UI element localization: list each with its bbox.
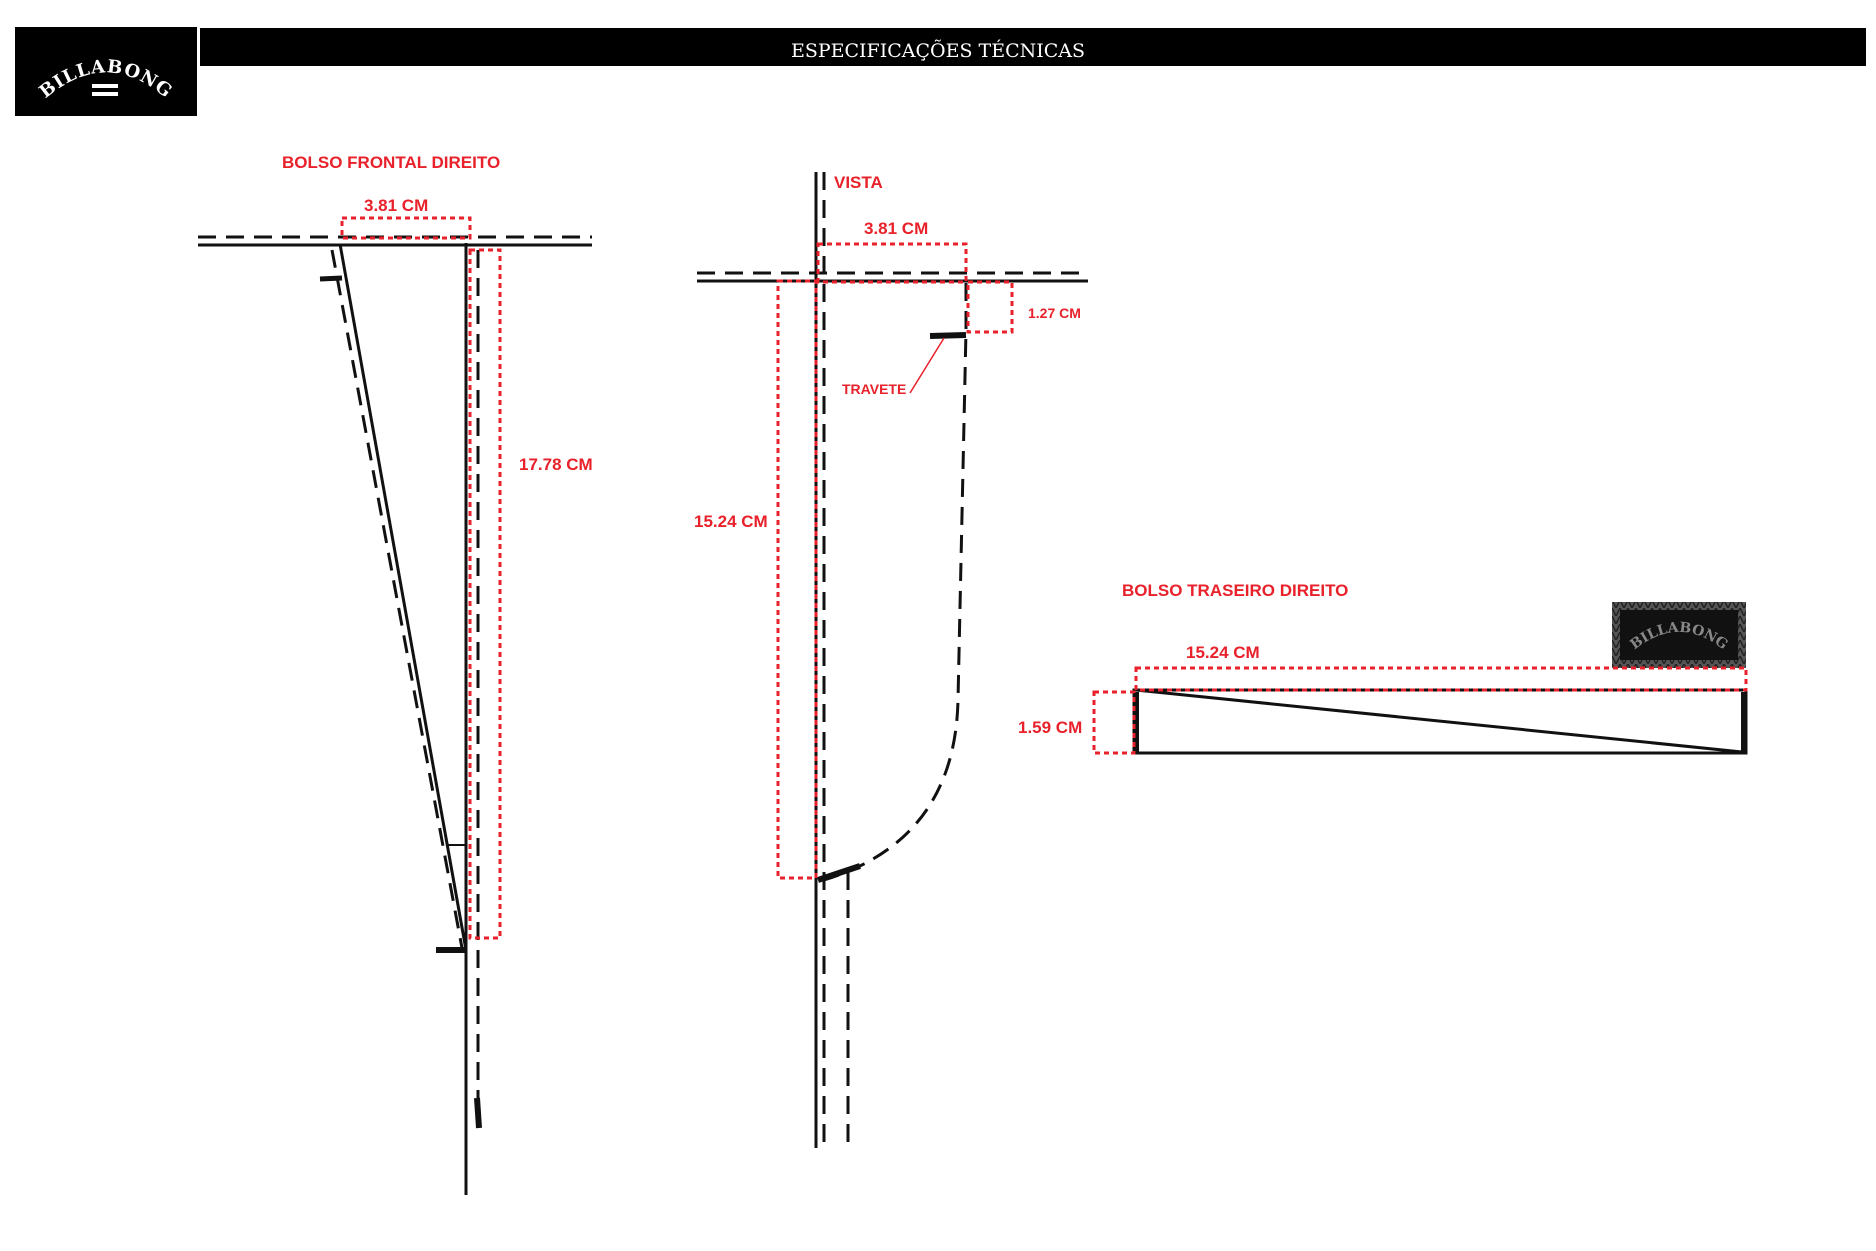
front-pocket-drawing: BOLSO FRONTAL DIREITO 3.81 CM 17.78 CM xyxy=(198,153,593,1195)
view-drawing: VISTA 3.81 CM 1.27 CM TRAVETE 15.24 CM xyxy=(694,172,1088,1148)
front-pocket-width-label: 3.81 CM xyxy=(364,196,428,215)
view-bartack-label: TRAVETE xyxy=(842,381,906,397)
page-title: ESPECIFICAÇÕES TÉCNICAS xyxy=(791,39,1085,62)
logo-box xyxy=(15,27,197,116)
view-title: VISTA xyxy=(834,173,883,192)
woven-label-icon: BILLABONG xyxy=(1612,602,1746,668)
header: BILLABONG ESPECIFICAÇÕES TÉCNICAS xyxy=(15,27,1866,116)
back-pocket-drawing: BOLSO TRASEIRO DIREITO BILLABONG 15.24 C… xyxy=(1018,581,1748,755)
back-pocket-height-label: 1.59 CM xyxy=(1018,718,1082,737)
view-offset-label: 1.27 CM xyxy=(1028,305,1081,321)
title-bar xyxy=(200,28,1866,66)
view-width-label: 3.81 CM xyxy=(864,219,928,238)
front-pocket-title: BOLSO FRONTAL DIREITO xyxy=(282,153,500,172)
back-pocket-width-label: 15.24 CM xyxy=(1186,643,1260,662)
back-pocket-title: BOLSO TRASEIRO DIREITO xyxy=(1122,581,1348,600)
front-pocket-height-label: 17.78 CM xyxy=(519,455,593,474)
view-height-label: 15.24 CM xyxy=(694,512,768,531)
